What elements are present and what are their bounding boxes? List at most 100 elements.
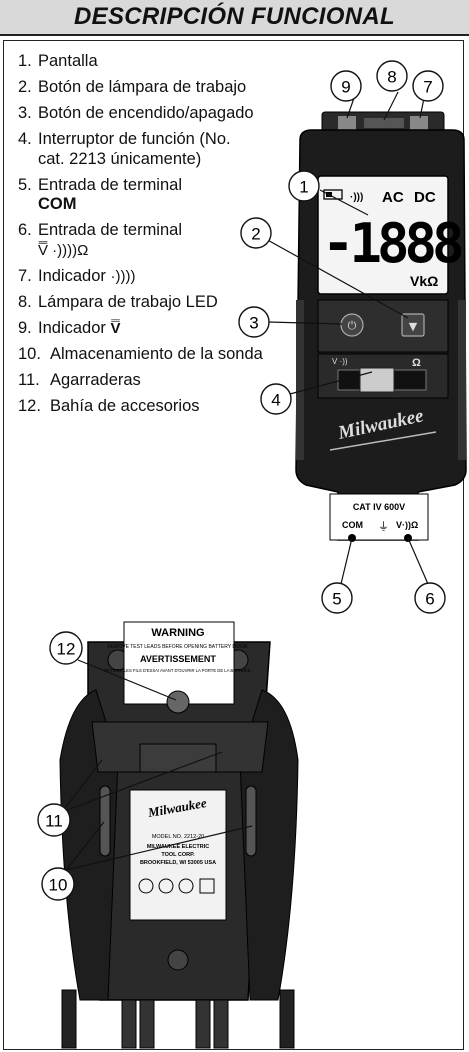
- side-grip-right: [458, 300, 466, 460]
- weee-bin-icon: [199, 878, 215, 894]
- maker-line-1: MILWAUKEE ELECTRIC: [147, 844, 209, 850]
- svg-text:1: 1: [299, 178, 308, 197]
- content-frame: [3, 40, 464, 1050]
- battery-icon: [323, 189, 343, 200]
- svg-text:3: 3: [249, 314, 258, 333]
- work-light-led: [364, 118, 404, 128]
- probe-left: [61, 989, 77, 1049]
- model-number: MODEL NO. 2212-20: [152, 834, 204, 840]
- display-units: VkΩ: [410, 273, 438, 289]
- ground-icon: ⏚: [378, 520, 389, 533]
- list-item: 3. Botón de encendido/apagado: [18, 104, 318, 124]
- power-icon: ⏻: [348, 319, 357, 332]
- item-number: 5.: [18, 175, 32, 194]
- back-panel-slot: [139, 743, 217, 773]
- led-indicator-9: [338, 116, 356, 130]
- svg-text:2: 2: [251, 225, 260, 244]
- callout-1: 1: [288, 170, 320, 202]
- svg-text:7: 7: [423, 78, 432, 97]
- list-item: 7.Indicador ·)))): [18, 267, 318, 287]
- feature-list: 1. Pantalla 2. Botón de lámpara de trabajo…: [18, 52, 318, 423]
- test-lead-3: [195, 999, 211, 1049]
- test-lead-2: [139, 999, 155, 1049]
- list-item: 10. Almacenamiento de la sonda: [18, 345, 270, 365]
- screw-bottom: [167, 949, 189, 971]
- callout-8: 8: [376, 60, 408, 92]
- svg-text:5: 5: [332, 590, 341, 609]
- continuity-symbol: ·)))): [110, 267, 136, 285]
- side-grip-left: [296, 300, 304, 460]
- svg-text:9: 9: [341, 78, 350, 97]
- led-indicator-7: [410, 116, 428, 130]
- item-number: 9.: [18, 318, 32, 337]
- callout-12: 12: [49, 631, 83, 665]
- item-number: 12.: [18, 396, 41, 415]
- item-text: Agarraderas: [50, 370, 141, 389]
- item-text: Entrada de terminal: [38, 221, 182, 239]
- item-number: 6.: [18, 221, 32, 239]
- power-button[interactable]: [340, 313, 364, 337]
- continuity-glyph-icon: ·))): [350, 192, 363, 203]
- item-number: 2.: [18, 78, 32, 96]
- terminal-v-label: V·))Ω: [396, 520, 418, 530]
- maker-line-3: BROOKFIELD, WI 53005 USA: [140, 860, 216, 866]
- item-number: 10.: [18, 344, 41, 363]
- page-title: DESCRIPCIÓN FUNCIONAL: [74, 3, 395, 30]
- item-text: Bahía de accesorios: [50, 396, 200, 415]
- lightning-stroke: [329, 431, 437, 451]
- svg-text:10: 10: [49, 876, 68, 895]
- display-digits: -1888: [322, 212, 462, 275]
- callout-11: 11: [37, 803, 71, 837]
- list-item: 11.Agarraderas: [18, 371, 318, 391]
- test-lead-1: [121, 999, 137, 1049]
- lamp-icon: ▼: [409, 320, 418, 333]
- list-item: 8. Lámpara de trabajo LED: [18, 293, 318, 313]
- svg-text:11: 11: [45, 812, 63, 831]
- callout-10: 10: [41, 867, 75, 901]
- switch-ohm-label: Ω: [412, 357, 421, 369]
- list-item: 4. Interruptor de función (No. cat. 2213 …: [18, 130, 248, 169]
- cat-rating: CAT IV 600V: [353, 502, 405, 512]
- maker-line-2: TOOL CORP.: [161, 852, 195, 858]
- callout-3: 3: [238, 306, 270, 338]
- function-switch-slider[interactable]: [359, 367, 395, 393]
- callout-5: 5: [321, 582, 353, 614]
- svg-text:8: 8: [387, 68, 396, 87]
- item-text: Botón de lámpara de trabajo: [38, 78, 247, 96]
- callout-9: 9: [330, 70, 362, 102]
- list-item: 2. Botón de lámpara de trabajo: [18, 78, 318, 98]
- item-number: 8.: [18, 292, 32, 311]
- rating-label: [129, 789, 227, 921]
- terminal-panel: [329, 493, 429, 541]
- svg-text:4: 4: [271, 391, 280, 410]
- warning-title: WARNING: [151, 627, 204, 639]
- button-panel: [317, 299, 449, 353]
- cert-mark-icon: [178, 878, 194, 894]
- worklight-button[interactable]: [401, 313, 425, 337]
- svg-text:6: 6: [425, 590, 434, 609]
- item-text: Lámpara de trabajo LED: [38, 292, 218, 311]
- avert-text: RETIRER LES FILS D'ESSAI AVANT D'OUVRIR …: [104, 668, 251, 673]
- callout-2: 2: [240, 217, 272, 249]
- item-number: 4.: [18, 130, 32, 148]
- item-text: Pantalla: [38, 52, 98, 70]
- item-bold: COM: [38, 195, 77, 213]
- recycle-icon: [138, 878, 154, 894]
- leader-lines: [263, 91, 429, 585]
- item-number: 1.: [18, 52, 32, 70]
- probe-slot-right: [245, 785, 257, 857]
- item-text: Interruptor de función (No. cat. 2213 ún…: [38, 130, 231, 168]
- ce-mark-icon: [158, 878, 174, 894]
- list-item: 12. Bahía de accesorios: [18, 397, 318, 417]
- terminal-com-label: COM: [342, 520, 363, 530]
- test-lead-4: [213, 999, 229, 1049]
- item-text: Entrada de terminal: [38, 175, 182, 194]
- item-number: 3.: [18, 104, 32, 122]
- display-dc: DC: [414, 189, 436, 206]
- header-bar: DESCRIPCIÓN FUNCIONAL: [0, 0, 469, 36]
- probe-right: [279, 989, 295, 1049]
- item-text: Almacenamiento de la sonda: [50, 344, 263, 363]
- item-number: 7.: [18, 266, 32, 285]
- item-text: Botón de encendido/apagado: [38, 104, 254, 122]
